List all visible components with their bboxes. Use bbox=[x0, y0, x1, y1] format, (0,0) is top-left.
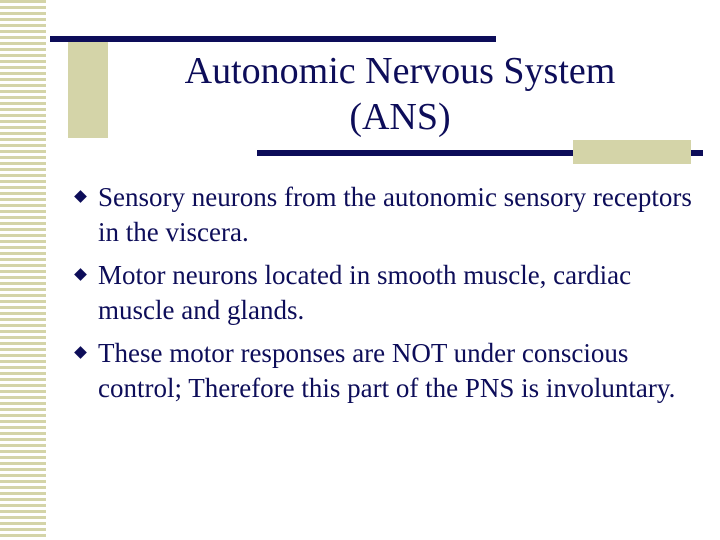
bullet-list: Sensory neurons from the autonomic senso… bbox=[74, 180, 696, 414]
slide-title: Autonomic Nervous System (ANS) bbox=[120, 48, 680, 140]
title-right-block bbox=[573, 140, 691, 164]
bullet-text: Motor neurons located in smooth muscle, … bbox=[98, 260, 632, 325]
bullet-item: Sensory neurons from the autonomic senso… bbox=[74, 180, 696, 250]
bullet-text: Sensory neurons from the autonomic senso… bbox=[98, 182, 692, 247]
title-line-2: (ANS) bbox=[349, 96, 451, 138]
title-bottom-bar bbox=[257, 150, 703, 156]
bullet-item: Motor neurons located in smooth muscle, … bbox=[74, 258, 696, 328]
diamond-bullet-icon bbox=[74, 190, 87, 203]
diamond-bullet-icon bbox=[74, 268, 87, 281]
title-line-1: Autonomic Nervous System bbox=[184, 50, 616, 92]
left-stripe-decoration bbox=[0, 0, 50, 540]
bullet-item: These motor responses are NOT under cons… bbox=[74, 336, 696, 406]
bullet-text: These motor responses are NOT under cons… bbox=[98, 338, 676, 403]
title-left-block bbox=[68, 42, 108, 138]
diamond-bullet-icon bbox=[74, 346, 87, 359]
title-top-bar bbox=[50, 36, 496, 42]
